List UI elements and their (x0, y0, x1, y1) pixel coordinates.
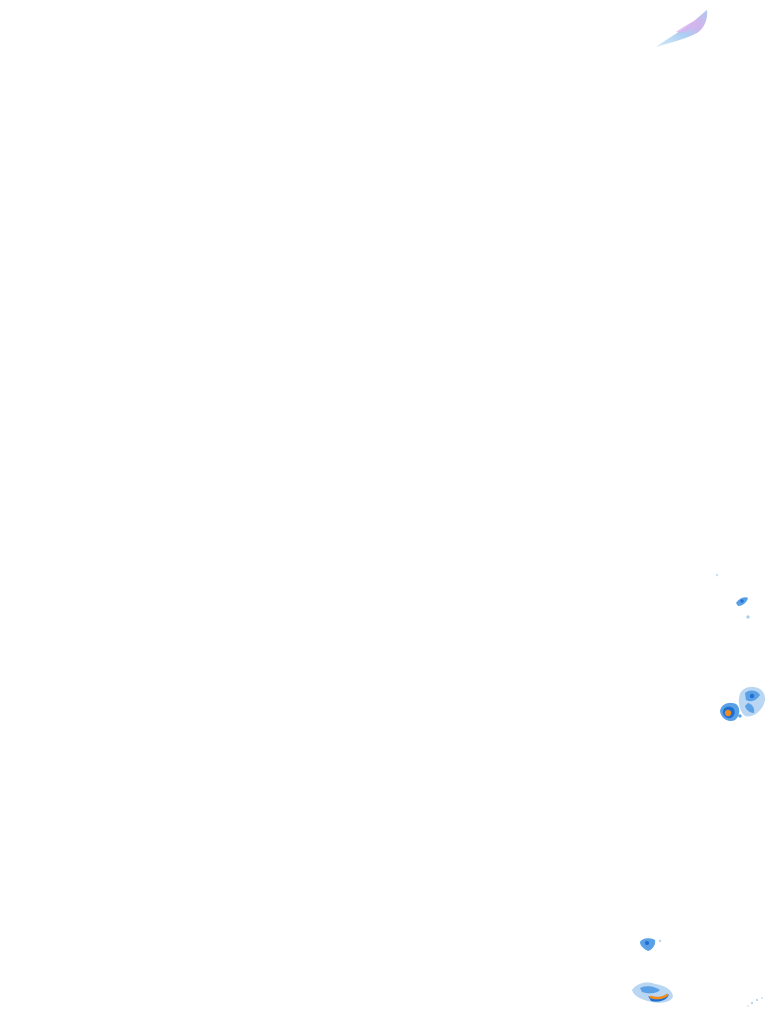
radar-echo-northeast-streak (656, 10, 708, 47)
radar-echo-east-small (736, 597, 748, 606)
radar-echo-east-cell-large (720, 686, 766, 721)
radar-echo-southeast-cell (632, 982, 673, 1003)
radar-echo-southeast-small (640, 938, 662, 951)
radar-echo-southeast-speckle (747, 997, 763, 1007)
radar-echo-east-speck-1 (715, 573, 750, 619)
